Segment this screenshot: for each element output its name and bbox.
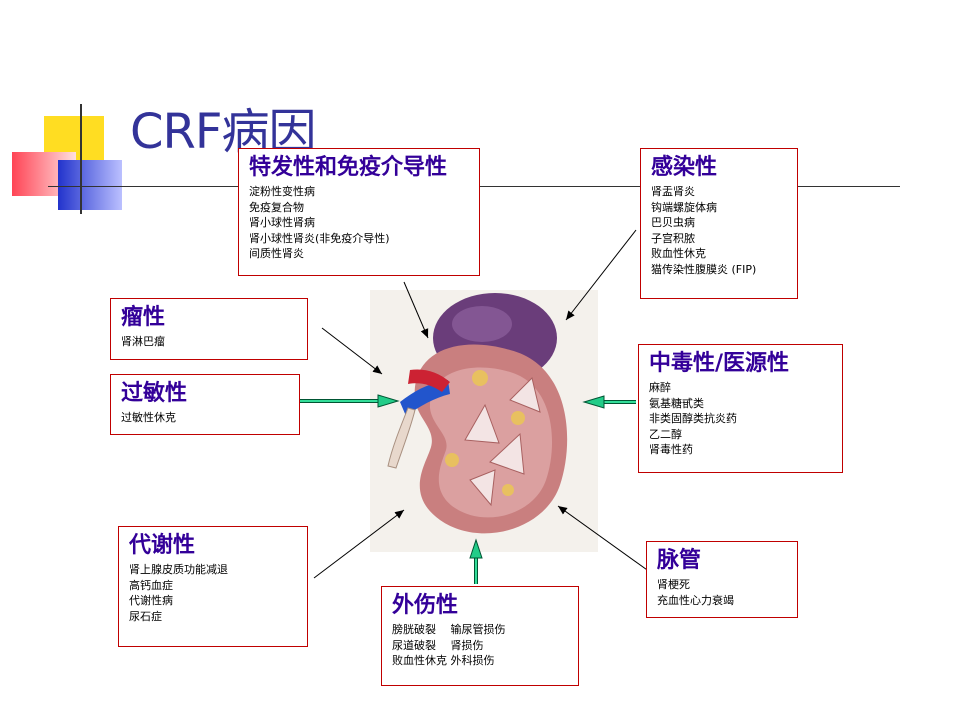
- box-trauma-list: 膀胱破裂 输尿管损伤 尿道破裂 肾损伤 败血性休克 外科损伤: [392, 622, 568, 669]
- box-infection-heading: 感染性: [651, 155, 718, 180]
- deco-blue-square: [58, 160, 122, 210]
- arrow-infection: [565, 229, 637, 321]
- box-infection-list: 肾盂肾炎 钩端螺旋体病 巴贝虫病 子宫积脓 败血性休克 猫传染性腹膜炎 (FIP…: [651, 184, 787, 277]
- arrow-idiopathic: [403, 281, 429, 339]
- list-item: 尿道破裂 肾损伤: [392, 638, 484, 652]
- list-item: 肾小球性肾炎(非免疫介导性): [249, 231, 390, 245]
- box-trauma-heading: 外伤性: [392, 593, 459, 618]
- list-item: 猫传染性腹膜炎 (FIP): [651, 262, 757, 276]
- deco-vertical-line: [80, 104, 82, 214]
- list-item: 乙二醇: [649, 427, 682, 441]
- list-item: 肾盂肾炎: [651, 185, 695, 198]
- box-allergic-list: 过敏性休克: [121, 410, 289, 426]
- list-item: 非类固醇类抗炎药: [649, 412, 737, 425]
- box-vascular-list: 肾梗死 充血性心力衰竭: [657, 577, 787, 608]
- box-metabolic-list: 肾上腺皮质功能减退 高钙血症 代谢性病 尿石症: [129, 562, 297, 624]
- box-allergic-heading: 过敏性: [121, 381, 188, 406]
- box-idiopathic-list: 淀粉性变性病 免疫复合物 肾小球性肾病 肾小球性肾炎(非免疫介导性) 间质性肾炎: [249, 184, 469, 262]
- list-item: 败血性休克: [651, 247, 706, 260]
- list-item: 巴贝虫病: [651, 216, 695, 229]
- list-item: 尿石症: [129, 609, 162, 623]
- box-vascular: 脉管 肾梗死 充血性心力衰竭: [646, 541, 798, 618]
- list-item: 淀粉性变性病: [249, 185, 315, 198]
- box-idiopathic: 特发性和免疫介导性 淀粉性变性病 免疫复合物 肾小球性肾病 肾小球性肾炎(非免疫…: [238, 148, 480, 276]
- arrow-trauma: [469, 538, 483, 584]
- list-item: 间质性肾炎: [249, 247, 304, 260]
- box-toxic-heading: 中毒性/医源性: [649, 351, 790, 376]
- list-item: 肾梗死: [657, 578, 690, 591]
- box-allergic: 过敏性 过敏性休克: [110, 374, 300, 435]
- list-item: 麻醉: [649, 381, 671, 394]
- list-item: 高钙血症: [129, 578, 173, 592]
- list-item: 败血性休克 外科损伤: [392, 654, 495, 667]
- box-neoplastic-heading: 瘤性: [121, 305, 166, 330]
- list-item: 膀胱破裂 输尿管损伤: [392, 623, 506, 636]
- list-item: 免疫复合物: [249, 200, 304, 214]
- box-idiopathic-heading: 特发性和免疫介导性: [249, 155, 448, 180]
- box-toxic: 中毒性/医源性 麻醉 氨基糖甙类 非类固醇类抗炎药 乙二醇 肾毒性药: [638, 344, 843, 473]
- arrow-metabolic: [313, 509, 405, 579]
- kidney-image: [370, 290, 598, 552]
- arrow-toxic: [582, 395, 636, 409]
- list-item: 充血性心力衰竭: [657, 593, 734, 607]
- box-vascular-heading: 脉管: [657, 548, 702, 573]
- list-item: 肾毒性药: [649, 443, 693, 456]
- list-item: 肾上腺皮质功能减退: [129, 563, 228, 576]
- box-infection: 感染性 肾盂肾炎 钩端螺旋体病 巴贝虫病 子宫积脓 败血性休克 猫传染性腹膜炎 …: [640, 148, 798, 299]
- list-item: 钩端螺旋体病: [651, 200, 717, 214]
- arrow-allergic: [300, 394, 400, 408]
- list-item: 过敏性休克: [121, 411, 176, 424]
- arrow-vascular: [557, 505, 651, 573]
- box-metabolic-heading: 代谢性: [129, 533, 196, 558]
- list-item: 代谢性病: [129, 594, 173, 607]
- list-item: 肾淋巴瘤: [121, 335, 165, 348]
- box-trauma: 外伤性 膀胱破裂 输尿管损伤 尿道破裂 肾损伤 败血性休克 外科损伤: [381, 586, 579, 686]
- box-neoplastic-list: 肾淋巴瘤: [121, 334, 297, 350]
- list-item: 肾小球性肾病: [249, 216, 315, 229]
- list-item: 子宫积脓: [651, 231, 695, 245]
- box-neoplastic: 瘤性 肾淋巴瘤: [110, 298, 308, 360]
- arrow-neoplastic: [321, 327, 383, 375]
- box-toxic-list: 麻醉 氨基糖甙类 非类固醇类抗炎药 乙二醇 肾毒性药: [649, 380, 832, 458]
- list-item: 氨基糖甙类: [649, 396, 704, 410]
- box-metabolic: 代谢性 肾上腺皮质功能减退 高钙血症 代谢性病 尿石症: [118, 526, 308, 647]
